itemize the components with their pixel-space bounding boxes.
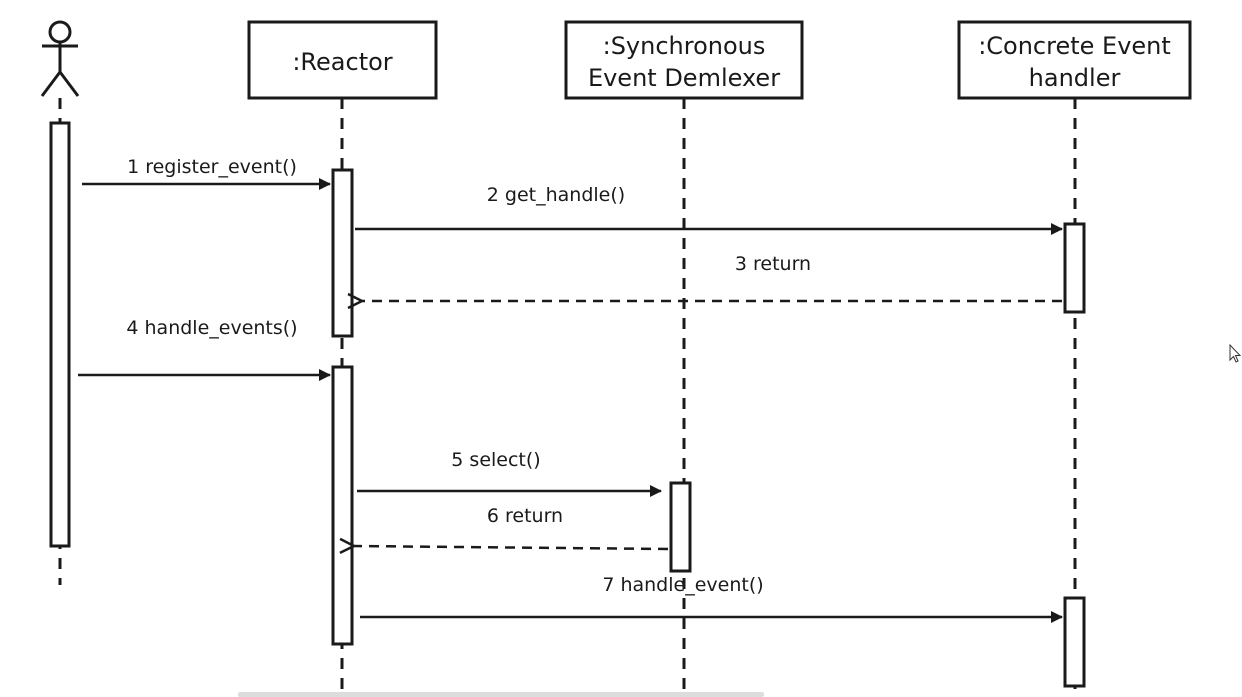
message-5-label: 5 select() — [451, 449, 540, 471]
participant-reactor: :Reactor — [247, 20, 438, 100]
participant-handler-label-line1: :Concrete Event — [978, 32, 1171, 60]
message-4-label: 4 handle_events() — [126, 317, 297, 339]
participant-handler: :Concrete Event handler — [957, 20, 1192, 100]
activation-user — [49, 121, 71, 548]
message-6-arrow — [354, 546, 669, 549]
participant-handler-label-line2: handler — [1029, 64, 1121, 92]
message-3: 3 return — [362, 253, 1062, 301]
message-6: 6 return — [354, 505, 669, 549]
message-7: 7 handle_event() — [360, 574, 1063, 623]
message-1: 1 register_event() — [82, 156, 331, 190]
participant-demux-label-line2: Event Demlexer — [588, 64, 780, 92]
message-4: 4 handle_events() — [78, 317, 331, 381]
activation-reactor-1 — [331, 168, 354, 338]
participant-reactor-label: :Reactor — [292, 48, 392, 76]
stick-figure-icon — [40, 20, 80, 97]
message-5: 5 select() — [357, 449, 662, 497]
activation-handler-2 — [1063, 596, 1086, 688]
activation-demux — [669, 481, 692, 573]
message-2: 2 get_handle() — [355, 184, 1063, 235]
mouse-pointer-icon — [1229, 343, 1242, 363]
message-2-label: 2 get_handle() — [487, 184, 625, 206]
message-3-label: 3 return — [735, 253, 811, 275]
participant-demux: :Synchronous Event Demlexer — [564, 20, 804, 100]
activation-reactor-2 — [331, 365, 354, 646]
participant-demux-label-line1: :Synchronous — [603, 32, 766, 60]
activation-handler-1 — [1063, 222, 1086, 314]
message-1-label: 1 register_event() — [127, 156, 297, 178]
horizontal-scrollbar[interactable] — [238, 692, 764, 697]
message-6-label: 6 return — [487, 505, 563, 527]
message-7-label: 7 handle_event() — [602, 574, 763, 596]
